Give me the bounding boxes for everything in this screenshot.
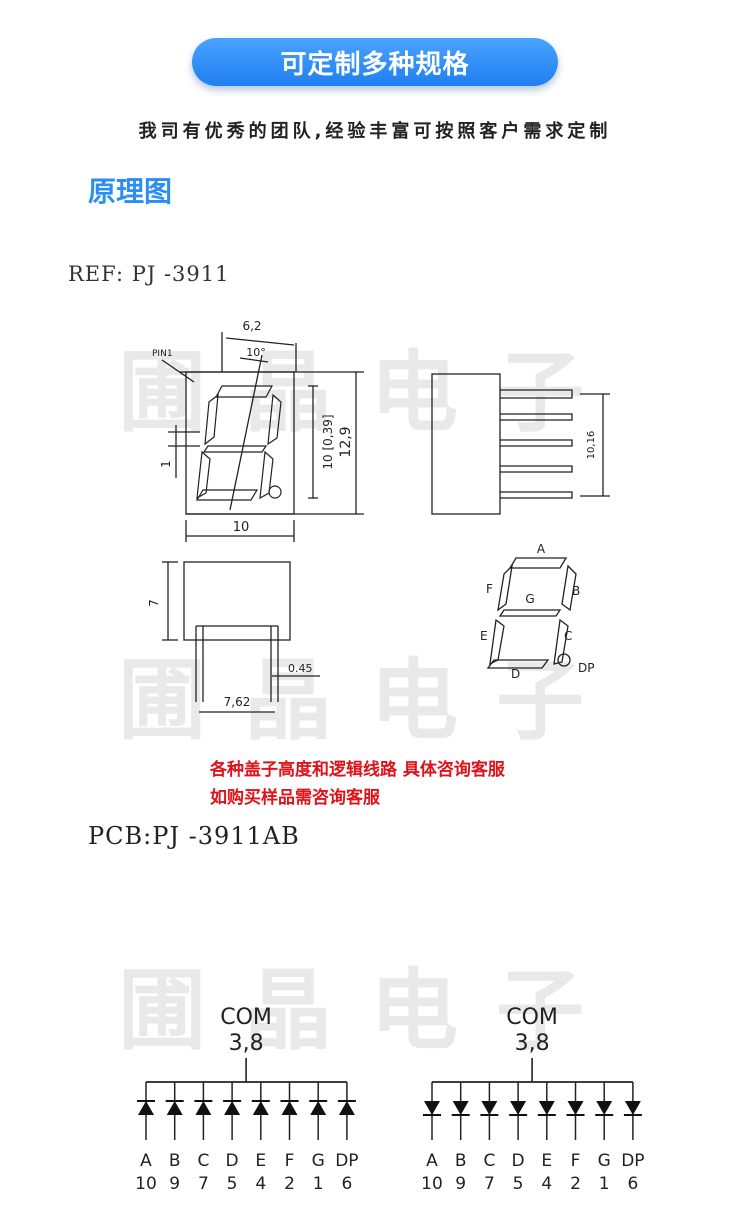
seg-label-d: D [511,667,520,681]
left-pin-label: 7 [198,1174,209,1194]
left-diode [195,1101,212,1115]
right-segment-label: A [426,1151,438,1171]
left-pin-label: 1 [313,1174,324,1194]
dim-angle: 10° [246,346,266,359]
dim-side-pitch: 10,16 [586,431,597,460]
left-segment-label: DP [335,1151,358,1171]
right-pin-label: 10 [421,1174,443,1194]
left-segment-label: G [312,1151,325,1171]
dim-pin1: PIN1 [152,349,173,359]
dim-pin-pitch: 7,62 [224,695,251,709]
right-pin-label: 7 [484,1174,495,1194]
left-diode [252,1101,269,1115]
left-diode [310,1101,327,1115]
left-pin-label: 9 [169,1174,180,1194]
right-pin-label: 2 [570,1174,581,1194]
segment-diagram [486,557,577,669]
left-com-pins: 3,8 [229,1031,264,1056]
right-segment-label: G [598,1151,611,1171]
dim-seg-height: 1 [159,460,173,468]
right-pin-label: 4 [541,1174,552,1194]
right-diode [567,1101,584,1115]
dim-total-height: 12,9 [338,426,354,457]
seg-label-g: G [525,592,534,606]
side-view-body [431,373,501,515]
right-pin-label: 1 [599,1174,610,1194]
left-segment-label: B [169,1151,181,1171]
right-segment-label: D [512,1151,525,1171]
right-pin-label: 6 [627,1174,638,1194]
right-diode [596,1101,613,1115]
dim-bottom-height: 7 [147,599,161,607]
subtitle: 我司有优秀的团队,经验丰富可按照客户需求定制 [138,121,612,142]
section-title: 原理图 [88,175,173,208]
pcb-label: PCB:PJ -3911AB [88,822,300,850]
note-line-1: 各种盖子高度和逻辑线路 具体咨询客服 [210,760,505,780]
right-diode [424,1101,440,1115]
left-pin-label: 4 [255,1174,266,1194]
left-com-label: COM [220,1005,272,1030]
left-segment-label: D [226,1151,239,1171]
notes: 各种盖子高度和逻辑线路 具体咨询客服 如购买样品需咨询客服 [210,756,505,812]
left-segment-label: F [285,1151,295,1171]
banner-title: 可定制多种规格 [280,49,470,80]
left-pin-label: 5 [227,1174,238,1194]
right-diode [510,1101,527,1115]
seg-label-dp: DP [578,661,594,675]
right-segment-label: DP [621,1151,644,1171]
right-pin-label: 5 [513,1174,524,1194]
right-diode [624,1101,641,1115]
watermark-1: 圃晶电子 [118,341,623,444]
right-segment-label: E [541,1151,552,1171]
watermark-3: 圃晶电子 [118,959,623,1062]
dim-pin-width: 0.45 [288,662,313,675]
title-banner: 可定制多种规格 [192,38,558,86]
seg-label-c: C [564,629,572,643]
left-diode [166,1101,183,1115]
right-com-pins: 3,8 [515,1031,550,1056]
left-pin-label: 2 [284,1174,295,1194]
seg-label-e: E [480,629,488,643]
right-segment-label: F [571,1151,581,1171]
left-diode [138,1101,154,1115]
bottom-view-body [183,561,291,641]
dim-width-top: 6,2 [242,319,261,333]
ref-label: REF: PJ -3911 [68,262,230,286]
note-line-2: 如购买样品需咨询客服 [210,788,380,808]
left-segment-label: E [255,1151,266,1171]
dimension-drawing: 6,2 10° PIN1 10 [0,39] 12,9 10 1 10,16 7… [147,319,610,713]
dim-inner-height: 10 [0,39] [321,414,335,469]
right-pin-label: 9 [455,1174,466,1194]
left-diode [338,1101,355,1115]
left-diode [281,1101,298,1115]
right-diode [452,1101,469,1115]
seg-label-f: F [486,582,493,596]
right-com-label: COM [506,1005,558,1030]
left-segment-label: C [197,1151,209,1171]
seg-label-b: B [572,584,580,598]
left-pin-label: 6 [341,1174,352,1194]
left-segment-label: A [140,1151,152,1171]
dim-base-width: 10 [233,520,250,535]
left-diode [224,1101,241,1115]
left-pin-label: 10 [135,1174,157,1194]
right-diode [538,1101,555,1115]
right-diode [481,1101,498,1115]
seg-label-a: A [537,542,546,556]
right-segment-label: B [455,1151,467,1171]
right-segment-label: C [483,1151,495,1171]
